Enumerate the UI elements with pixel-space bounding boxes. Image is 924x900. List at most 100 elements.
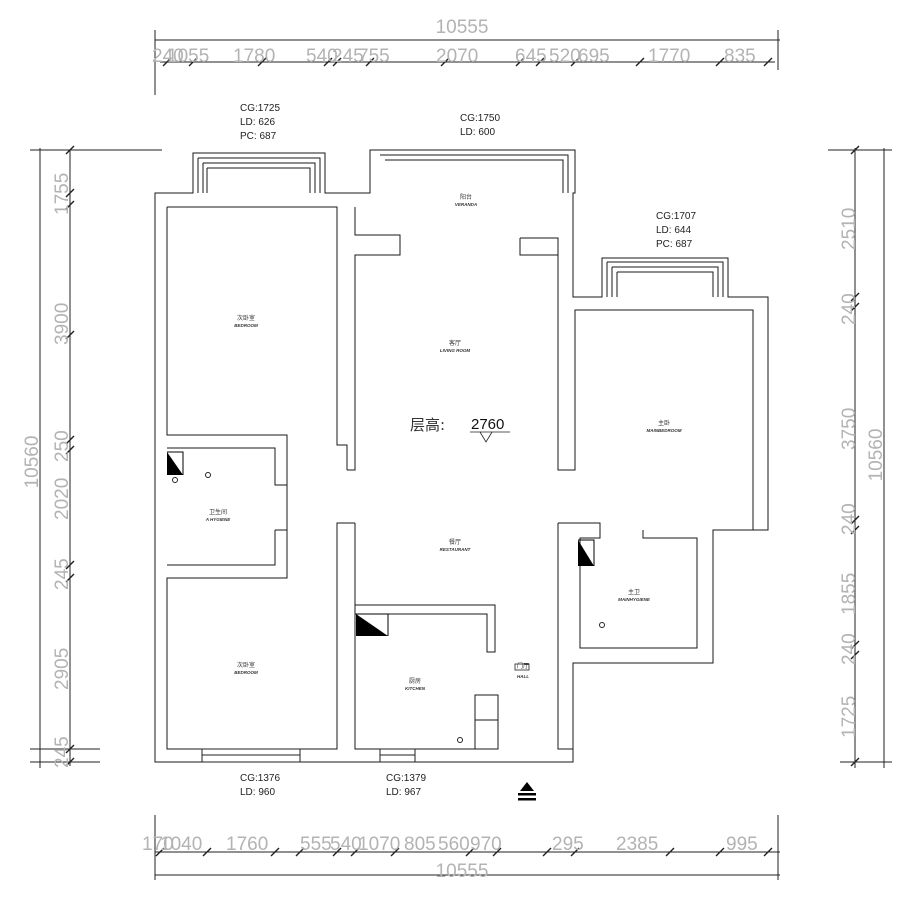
bottom-dim-8: 560 — [438, 834, 470, 855]
room-veranda-en: VERANDA — [455, 202, 477, 207]
room-bedroom2: 次卧室 BEDROOM — [234, 661, 258, 675]
w1-ld: LD: 626 — [240, 117, 275, 128]
room-master: 主卧 MAINBEDROOM — [647, 419, 682, 433]
outer-wall — [154, 149, 769, 763]
room-living-cn: 客厅 — [449, 339, 461, 347]
left-total-dimension: 10560 — [22, 436, 43, 489]
w4-ld: LD: 960 — [240, 787, 275, 798]
dimension-tick — [715, 57, 725, 67]
door-main-hygiene-icon — [578, 540, 594, 566]
dimension-tick — [257, 57, 267, 67]
floor-height-marker: 层高: 2760 — [410, 416, 510, 443]
drain-icon — [599, 622, 605, 628]
dimension-tick — [665, 847, 675, 857]
room-bedroom2-cn: 次卧室 — [237, 661, 255, 669]
room-living: 客厅 LIVING ROOM — [440, 339, 471, 353]
hygiene-wall — [167, 447, 287, 566]
right-dim-2: 240 — [839, 293, 860, 325]
bottom-dim-11: 2385 — [616, 834, 658, 855]
door-hygiene-icon — [167, 452, 183, 475]
dimension-tick — [763, 847, 773, 857]
right-dim-5: 1855 — [839, 573, 860, 615]
room-bedroom1-en: BEDROOM — [234, 323, 258, 328]
dimension-tick — [65, 573, 75, 583]
w4-cg: CG:1376 — [240, 773, 280, 784]
bottom-total-dimension: 10555 — [436, 861, 489, 882]
dimension-tick — [188, 57, 198, 67]
room-hall-en: HALL — [517, 674, 529, 679]
bay-window-master — [606, 261, 724, 297]
room-master-cn: 主卧 — [658, 419, 670, 427]
top-dim-10: 695 — [578, 46, 610, 67]
dimension-tick — [332, 847, 342, 857]
bottom-dim-10: 295 — [552, 834, 584, 855]
dimension-tick — [65, 435, 75, 445]
bottom-dim-9: 970 — [470, 834, 502, 855]
bottom-windows — [201, 748, 416, 763]
w5-ld: LD: 967 — [386, 787, 421, 798]
w2-cg: CG:1750 — [460, 113, 500, 124]
living-left-wall — [337, 207, 401, 471]
room-veranda: 阳台 VERANDA — [455, 193, 477, 207]
walls — [154, 149, 769, 763]
left-dim-3: 3900 — [52, 303, 73, 345]
dimension-tick — [570, 57, 580, 67]
bay-window-veranda — [380, 154, 569, 193]
main-hygiene-wall — [557, 522, 698, 750]
right-dim-7: 1725 — [839, 696, 860, 738]
dimension-tick — [162, 57, 172, 67]
room-kitchen: 厨房 KITCHEN — [405, 677, 426, 691]
bottom-dimension-chain: 170 1040 1760 555 540 1070 805 560 970 2… — [142, 815, 780, 882]
dimension-tick — [65, 330, 75, 340]
right-dim-3: 3750 — [839, 408, 860, 450]
dimension-tick — [492, 847, 502, 857]
dimension-tick — [65, 188, 75, 198]
right-total-dimension: 10560 — [866, 429, 887, 482]
left-dim-5: 2020 — [52, 478, 73, 520]
w5-cg: CG:1379 — [386, 773, 426, 784]
left-dim-7: 2905 — [52, 648, 73, 690]
floor-height-value: 2760 — [471, 416, 504, 433]
room-hygiene-cn: 卫生间 — [209, 508, 227, 516]
room-mainhygiene-cn: 主卫 — [628, 588, 640, 596]
top-dimension-chain: 10555 240 1055 1780 540 245 755 2070 645… — [152, 17, 780, 95]
hall-door-icon — [514, 663, 530, 671]
doors — [167, 451, 605, 743]
left-dim-2: 1755 — [52, 173, 73, 215]
w1-cg: CG:1725 — [240, 103, 280, 114]
w1-pc: PC: 687 — [240, 131, 277, 142]
kitchen-wall — [354, 523, 499, 750]
dimension-tick — [542, 847, 552, 857]
bottom-dim-5: 540 — [330, 834, 362, 855]
dimension-tick — [323, 57, 333, 67]
room-labels: 阳台 VERANDA 次卧室 BEDROOM 客厅 LIVING ROOM 主卧… — [205, 193, 682, 691]
room-mainhygiene: 主卫 MAINHYGIENE — [618, 588, 651, 602]
dimension-tick — [390, 847, 400, 857]
dimension-tick — [365, 57, 375, 67]
dimension-tick — [65, 145, 75, 155]
left-dim-6: 245 — [52, 558, 73, 590]
dimension-tick — [535, 57, 545, 67]
bottom-dim-2: 1040 — [160, 834, 202, 855]
dimension-tick — [465, 847, 475, 857]
dimension-tick — [270, 847, 280, 857]
right-dimension-chain: 10560 2510 240 3750 240 1855 240 1725 — [828, 145, 892, 768]
entrance-arrow-icon — [518, 782, 536, 801]
top-dim-6: 755 — [358, 46, 390, 67]
right-dim-6: 240 — [839, 633, 860, 665]
dimension-tick — [850, 525, 860, 535]
dimension-tick — [65, 757, 75, 767]
top-dim-2: 1055 — [167, 46, 209, 67]
room-bedroom2-en: BEDROOM — [234, 670, 258, 675]
door-kitchen-icon — [356, 614, 388, 636]
dimension-tick — [65, 744, 75, 754]
dimension-tick — [850, 640, 860, 650]
dimension-tick — [515, 57, 525, 67]
dimension-tick — [715, 847, 725, 857]
dimension-tick — [570, 847, 580, 857]
room-hall-cn: 门厅 — [517, 662, 529, 670]
room-hygiene-en: A HYGIENE — [205, 517, 232, 522]
drain-icon — [172, 477, 178, 483]
room-mainhygiene-en: MAINHYGIENE — [618, 597, 651, 602]
top-dim-3: 1780 — [233, 46, 275, 67]
